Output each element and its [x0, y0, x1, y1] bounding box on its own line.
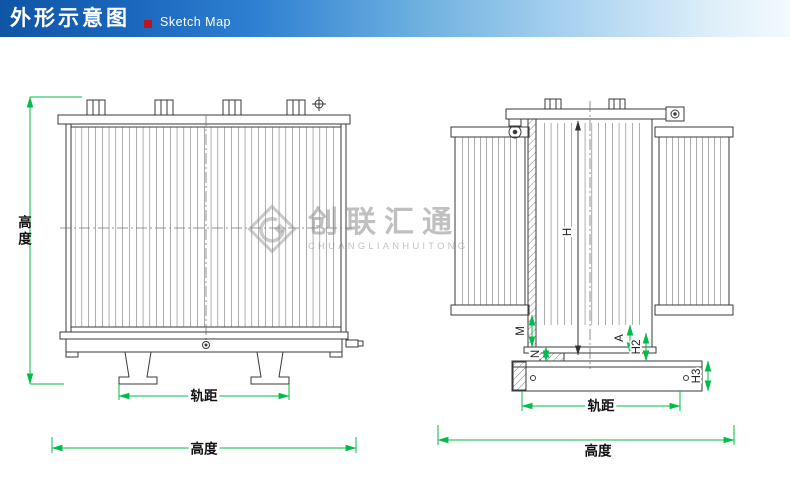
side-h3-label: H3: [691, 369, 703, 384]
side-top-post: [508, 118, 522, 139]
side-width-label: 高度: [585, 443, 613, 459]
front-bushings: [86, 99, 306, 116]
front-dimensions: [26, 96, 357, 453]
front-drain-valve: [345, 339, 364, 348]
sketch-area: 轨距 高度: [0, 37, 790, 483]
side-h2-label: H2: [631, 340, 643, 355]
front-width-label: 高度: [191, 441, 218, 457]
page-subtitle: Sketch Map: [160, 14, 232, 29]
front-view-drawing: 轨距 高度: [26, 96, 364, 460]
header-accent-mark: [144, 19, 152, 28]
side-m-label: M: [515, 326, 527, 336]
side-fins: [540, 123, 646, 325]
front-base-frame: [59, 331, 349, 358]
side-view-drawing: H M N A H2 H3: [437, 98, 735, 462]
front-view-height-label: 高度: [16, 215, 31, 248]
side-h-label: H: [562, 228, 574, 236]
front-lug-mark: [312, 97, 326, 111]
page-title: 外形示意图: [10, 7, 130, 30]
side-base-assembly: [511, 346, 703, 392]
front-gauge-label: 轨距: [191, 388, 218, 404]
side-n-label: N: [530, 350, 542, 358]
side-lifting-lug: [665, 106, 685, 122]
side-gauge-label: 轨距: [588, 398, 616, 414]
side-a-label: A: [614, 334, 626, 342]
side-right-radiator: [654, 126, 734, 316]
technical-drawing: 轨距 高度: [26, 96, 735, 462]
side-bushings: [544, 98, 626, 110]
header-banner: 外形示意图 Sketch Map: [0, 0, 790, 37]
side-detail-dimensions: [528, 314, 712, 392]
front-top-plate: [57, 114, 351, 125]
side-top-plate: [505, 108, 667, 120]
side-tank: [527, 118, 653, 348]
side-dimensions: [437, 391, 735, 445]
front-base-feet: [118, 351, 290, 385]
side-left-radiator: [450, 126, 530, 316]
